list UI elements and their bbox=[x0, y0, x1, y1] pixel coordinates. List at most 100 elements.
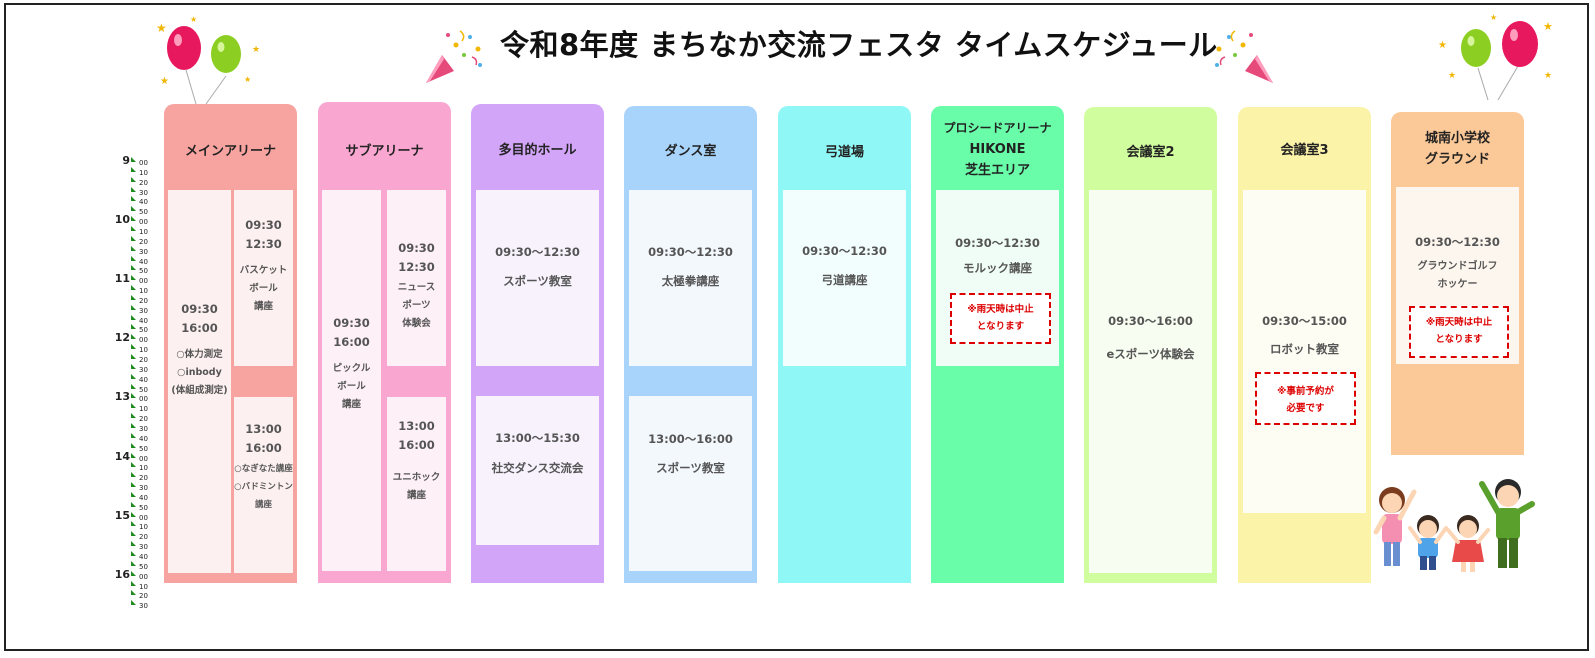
minute-tick bbox=[131, 590, 136, 596]
event-item: (体組成測定) bbox=[171, 385, 228, 396]
svg-text:★: ★ bbox=[1438, 40, 1447, 51]
event-time: 09:30～12:30 bbox=[802, 244, 887, 258]
minute-tick bbox=[131, 383, 136, 389]
minute-tick bbox=[131, 491, 136, 497]
minute-tick bbox=[131, 304, 136, 310]
event-time: 13:00～15:30 bbox=[495, 431, 580, 445]
party-popper-icon bbox=[1215, 30, 1273, 83]
minute-tick bbox=[131, 354, 136, 359]
minute-label: 00 bbox=[139, 513, 148, 522]
minute-label: 00 bbox=[139, 572, 148, 581]
hour-label: 11 bbox=[114, 272, 130, 286]
children-illustration bbox=[1373, 479, 1535, 572]
event-item: 講座 bbox=[254, 500, 272, 510]
minute-tick bbox=[131, 541, 136, 547]
svg-text:★: ★ bbox=[160, 76, 169, 87]
minute-tick bbox=[131, 452, 136, 458]
start-time: 13:00 bbox=[398, 419, 435, 433]
event-item: 講座 bbox=[341, 399, 361, 410]
event-time: 09:30～16:00 bbox=[1108, 314, 1193, 328]
event-item: ピックル bbox=[332, 363, 371, 374]
svg-text:★: ★ bbox=[244, 75, 251, 84]
minute-tick bbox=[131, 363, 136, 369]
venue-name: 会議室2 bbox=[1126, 145, 1175, 160]
schedule-block: 09:30 16:00 ○体力測定 ○inbody (体組成測定) bbox=[168, 190, 231, 573]
venue-name: 城南小学校 グラウンド bbox=[1391, 128, 1524, 170]
minute-label: 10 bbox=[139, 523, 148, 532]
minute-tick bbox=[131, 422, 136, 428]
minute-tick bbox=[131, 176, 136, 182]
venue-name-line: HIKONE bbox=[969, 142, 1026, 157]
minute-tick bbox=[131, 403, 136, 409]
rain-cancel-notice: ※雨天時は中止 となります bbox=[950, 293, 1051, 344]
event-item: ボール bbox=[249, 283, 278, 294]
minute-tick bbox=[131, 285, 136, 291]
end-time: 16:00 bbox=[181, 321, 218, 335]
event-item: 講座 bbox=[406, 490, 426, 501]
minute-tick bbox=[131, 265, 136, 271]
venue-name: メインアリーナ bbox=[184, 144, 276, 159]
minute-tick bbox=[131, 560, 136, 566]
schedule-block: 13:00 16:00 ユニホック 講座 bbox=[387, 397, 446, 571]
minute-tick bbox=[131, 196, 136, 202]
hour-label: 10 bbox=[114, 213, 130, 227]
schedule-block: 09:30～12:30 スポーツ教室 bbox=[476, 190, 599, 366]
minute-label: 40 bbox=[139, 434, 148, 443]
venue-name-line: プロシードアリーナ bbox=[943, 121, 1052, 135]
event-label: ロボット教室 bbox=[1270, 342, 1339, 356]
end-time: 12:30 bbox=[398, 260, 435, 274]
minute-label: 30 bbox=[139, 188, 148, 197]
minute-label: 50 bbox=[139, 562, 148, 571]
minute-tick bbox=[131, 551, 136, 556]
event-item: ボール bbox=[337, 381, 366, 392]
minute-tick bbox=[131, 393, 136, 399]
minute-label: 40 bbox=[139, 375, 148, 384]
minute-label: 30 bbox=[139, 424, 148, 433]
minute-tick bbox=[131, 294, 136, 300]
start-time: 13:00 bbox=[245, 422, 282, 436]
event-item: 体験会 bbox=[402, 318, 431, 329]
start-time: 09:30 bbox=[398, 241, 435, 255]
minute-label: 40 bbox=[139, 316, 148, 325]
schedule-block: 09:30～16:00 eスポーツ体験会 bbox=[1089, 190, 1212, 573]
event-item: ○inbody bbox=[177, 367, 222, 378]
event-time: 09:30～12:30 bbox=[648, 245, 733, 259]
svg-text:★: ★ bbox=[156, 21, 167, 35]
schedule-block: 09:30 16:00 ピックル ボール 講座 bbox=[322, 190, 381, 571]
event-item: 講座 bbox=[253, 301, 273, 312]
notice-line: ※事前予約が bbox=[1277, 386, 1334, 397]
venue-name-line: 芝生エリア bbox=[964, 163, 1030, 178]
event-label: スポーツ教室 bbox=[503, 274, 572, 288]
event-item: ○なぎなた講座 bbox=[234, 464, 293, 474]
minute-label: 00 bbox=[139, 159, 148, 167]
minute-label: 40 bbox=[139, 493, 148, 502]
minute-label: 50 bbox=[139, 267, 148, 276]
svg-text:★: ★ bbox=[1543, 20, 1553, 33]
minute-label: 10 bbox=[139, 582, 148, 591]
minute-tick bbox=[131, 570, 136, 576]
minute-label: 50 bbox=[139, 326, 148, 335]
notice-line: 必要です bbox=[1286, 403, 1325, 414]
balloon-icon: ★ ★ ★ ★ ★ bbox=[1438, 13, 1553, 101]
minute-label: 40 bbox=[139, 257, 148, 266]
venue-name: プロシードアリーナ HIKONE 芝生エリア bbox=[931, 118, 1064, 181]
schedule-block: 09:30～15:00 ロボット教室 bbox=[1243, 190, 1366, 513]
event-item: ニュース bbox=[397, 282, 436, 293]
schedule-block: 09:30 12:30 バスケット ボール 講座 bbox=[234, 190, 293, 366]
hour-label: 16 bbox=[114, 567, 130, 581]
schedule-block: 13:00～16:00 スポーツ教室 bbox=[629, 396, 752, 571]
minute-label: 20 bbox=[139, 533, 148, 542]
minute-label: 10 bbox=[139, 405, 148, 414]
minute-label: 10 bbox=[139, 346, 148, 355]
end-time: 16:00 bbox=[398, 438, 435, 452]
minute-tick bbox=[131, 501, 136, 507]
start-time: 09:30 bbox=[333, 316, 370, 330]
venue-name-line: 城南小学校 bbox=[1424, 131, 1490, 146]
hour-label: 15 bbox=[114, 508, 130, 522]
svg-text:★: ★ bbox=[190, 15, 197, 24]
event-label: スポーツ教室 bbox=[656, 461, 725, 475]
event-time: 09:30～12:30 bbox=[1415, 235, 1500, 249]
minute-tick bbox=[131, 324, 136, 330]
minute-label: 30 bbox=[139, 484, 148, 493]
minute-tick bbox=[131, 225, 136, 231]
